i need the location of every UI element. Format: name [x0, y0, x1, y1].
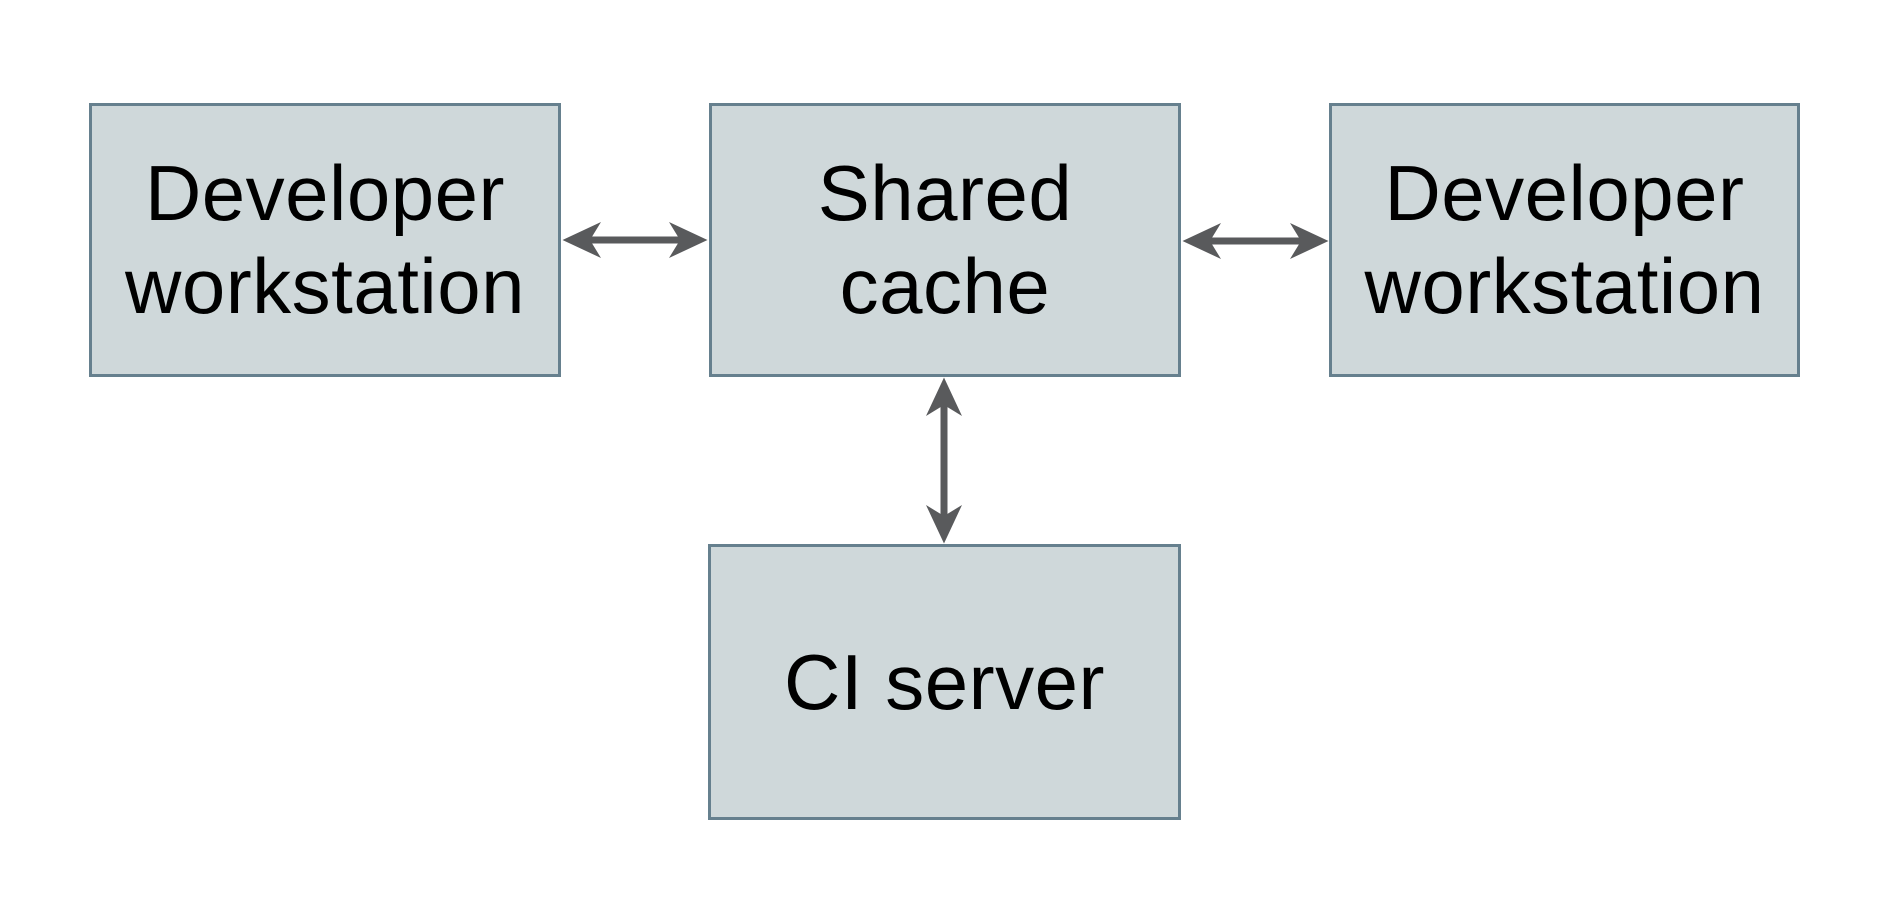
node-ci-server: CI server — [708, 544, 1181, 820]
arrow-shared-cache-ci-server-icon — [926, 377, 962, 544]
node-label-shared-cache: Shared cache — [817, 149, 1073, 330]
node-label-developer-workstation-right: Developer workstation — [1364, 149, 1765, 330]
node-developer-workstation-right: Developer workstation — [1329, 103, 1800, 377]
node-developer-workstation-left: Developer workstation — [89, 103, 561, 377]
node-shared-cache: Shared cache — [709, 103, 1181, 377]
node-label-ci-server: CI server — [784, 637, 1105, 726]
arrow-shared-cache-right-workstation-icon — [1182, 223, 1329, 259]
node-label-developer-workstation-left: Developer workstation — [125, 149, 525, 330]
arrow-left-workstation-shared-cache-icon — [562, 222, 708, 258]
